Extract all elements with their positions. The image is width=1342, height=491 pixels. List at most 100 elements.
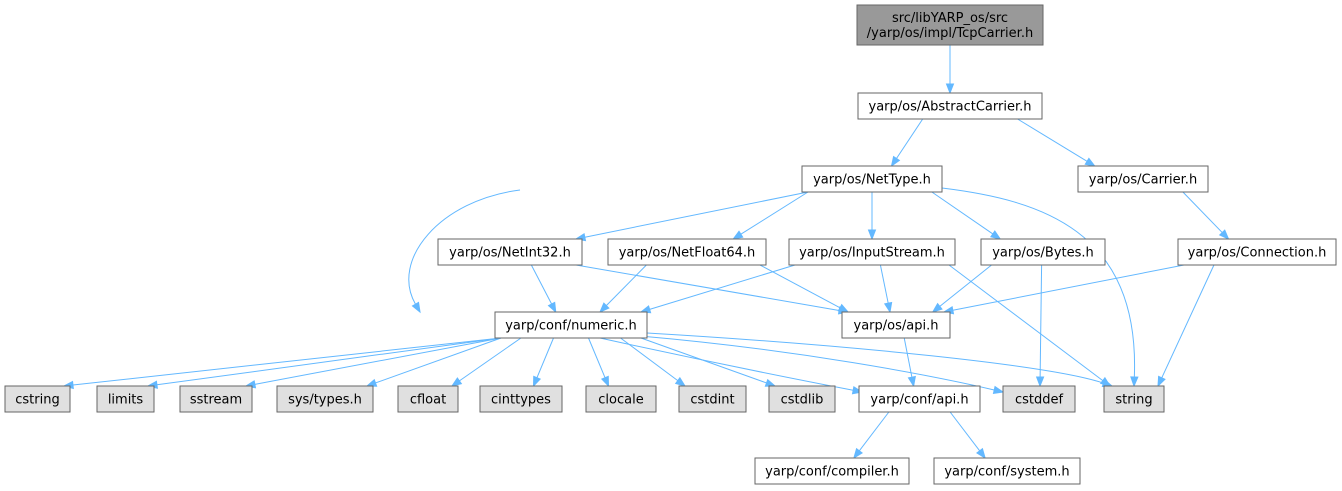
node-limits: limits bbox=[96, 385, 155, 413]
edge-numeric-to-cstring bbox=[72, 337, 502, 386]
node-systypes: sys/types.h bbox=[276, 385, 374, 413]
node-label: yarp/os/InputStream.h bbox=[799, 246, 945, 261]
node-inputstream[interactable]: yarp/os/InputStream.h bbox=[788, 238, 956, 266]
edge-bytes-to-osapi-arrowhead bbox=[931, 302, 943, 313]
edge-numeric-to-string bbox=[646, 332, 1104, 384]
node-box bbox=[437, 238, 583, 266]
edge-abstractcarrier-to-nettype bbox=[896, 118, 924, 159]
node-label: yarp/conf/numeric.h bbox=[505, 319, 637, 334]
node-label: src/libYARP_os/src bbox=[892, 11, 1008, 26]
node-cfloat: cfloat bbox=[397, 385, 459, 413]
node-confapi[interactable]: yarp/conf/api.h bbox=[858, 385, 981, 413]
edge-netint32-to-numeric-arrowhead bbox=[547, 301, 557, 314]
edge-tcpcarrier-to-abstractcarrier-arrowhead bbox=[945, 83, 955, 95]
node-label: yarp/os/NetFloat64.h bbox=[619, 246, 756, 261]
node-label: cstddef bbox=[1015, 393, 1064, 408]
node-label: sstream bbox=[190, 393, 242, 408]
node-osapi[interactable]: yarp/os/api.h bbox=[841, 311, 951, 339]
edge-numeric-to-cstdint-arrowhead bbox=[674, 376, 687, 387]
node-box bbox=[801, 165, 943, 193]
node-box bbox=[179, 385, 253, 413]
node-label: yarp/os/Connection.h bbox=[1188, 246, 1327, 261]
edge-numeric-to-clocale-arrowhead bbox=[600, 375, 610, 388]
edge-confapi-to-system-arrowhead bbox=[976, 447, 986, 460]
node-label: yarp/os/AbstractCarrier.h bbox=[869, 100, 1032, 115]
edge-numeric-to-confapi bbox=[599, 337, 854, 391]
node-netfloat64[interactable]: yarp/os/NetFloat64.h bbox=[607, 238, 767, 266]
node-label: yarp/conf/compiler.h bbox=[765, 465, 899, 480]
node-label: cstring bbox=[15, 393, 59, 408]
edge-inputstream-to-osapi-arrowhead bbox=[883, 301, 893, 314]
node-connection[interactable]: yarp/os/Connection.h bbox=[1177, 238, 1337, 266]
edge-numeric-to-systypes-arrowhead bbox=[365, 378, 378, 387]
node-label: clocale bbox=[598, 393, 643, 408]
edge-numeric-to-sstream bbox=[254, 337, 502, 385]
edge-inputstream-to-string bbox=[948, 264, 1104, 381]
node-cstddef: cstddef bbox=[1002, 385, 1076, 413]
edge-inputstream-to-numeric bbox=[649, 264, 796, 310]
node-box bbox=[980, 238, 1106, 266]
node-label: /yarp/os/impl/TcpCarrier.h bbox=[867, 26, 1033, 41]
node-carrier[interactable]: yarp/os/Carrier.h bbox=[1077, 165, 1209, 193]
node-box bbox=[1103, 385, 1165, 413]
node-box bbox=[276, 385, 374, 413]
node-box bbox=[788, 238, 956, 266]
node-box bbox=[479, 385, 563, 413]
node-box bbox=[397, 385, 459, 413]
node-box bbox=[607, 238, 767, 266]
edge-numeric-to-limits bbox=[156, 337, 502, 386]
node-box bbox=[4, 385, 71, 413]
node-box bbox=[678, 385, 747, 413]
edge-netint32-to-numeric bbox=[530, 264, 553, 305]
edge-netfloat64-to-numeric bbox=[605, 264, 647, 306]
edge-numeric-to-cstdlib-arrowhead bbox=[764, 378, 777, 387]
edge-numeric-to-cfloat-arrowhead bbox=[450, 377, 463, 387]
node-cstdint: cstdint bbox=[678, 385, 747, 413]
node-label: cinttypes bbox=[491, 393, 551, 408]
node-cstring: cstring bbox=[4, 385, 71, 413]
node-label: cstdlib bbox=[781, 393, 824, 408]
edge-connection-to-osapi bbox=[952, 264, 1185, 311]
node-netint32[interactable]: yarp/os/NetInt32.h bbox=[437, 238, 583, 266]
node-box bbox=[754, 457, 910, 485]
nodes-layer: src/libYARP_os/src/yarp/os/impl/TcpCarri… bbox=[4, 4, 1337, 485]
node-label: string bbox=[1115, 393, 1152, 408]
node-nettype[interactable]: yarp/os/NetType.h bbox=[801, 165, 943, 193]
edge-nettype-to-netfloat64 bbox=[740, 191, 809, 235]
edge-carrier-to-connection-arrowhead bbox=[1218, 229, 1230, 240]
edge-nettype-to-netint32 bbox=[584, 191, 809, 238]
edge-abstractcarrier-to-nettype-arrowhead bbox=[890, 155, 901, 168]
node-box bbox=[841, 311, 951, 339]
edge-nettype-to-string-arrowhead bbox=[1130, 376, 1139, 388]
node-box bbox=[494, 311, 648, 339]
node-box bbox=[856, 4, 1044, 46]
edge-nettype-to-inputstream-arrowhead bbox=[867, 229, 877, 241]
node-box bbox=[768, 385, 836, 413]
edge-nettype-to-numeric bbox=[408, 189, 521, 305]
node-box bbox=[857, 92, 1043, 120]
node-numeric[interactable]: yarp/conf/numeric.h bbox=[494, 311, 648, 339]
node-box bbox=[1177, 238, 1337, 266]
node-compiler[interactable]: yarp/conf/compiler.h bbox=[754, 457, 910, 485]
edges-layer bbox=[62, 45, 1230, 460]
node-box bbox=[858, 385, 981, 413]
edge-nettype-to-netfloat64-arrowhead bbox=[732, 230, 744, 240]
node-label: yarp/os/NetType.h bbox=[813, 173, 931, 188]
edge-numeric-to-cinttypes-arrowhead bbox=[532, 375, 542, 388]
edge-netfloat64-to-osapi-arrowhead bbox=[837, 303, 850, 313]
node-label: limits bbox=[108, 393, 144, 408]
node-label: yarp/os/NetInt32.h bbox=[449, 246, 571, 261]
node-bytes[interactable]: yarp/os/Bytes.h bbox=[980, 238, 1106, 266]
node-label: yarp/conf/system.h bbox=[944, 465, 1069, 480]
node-box bbox=[1002, 385, 1076, 413]
node-cstdlib: cstdlib bbox=[768, 385, 836, 413]
edge-numeric-to-cstddef-arrowhead bbox=[992, 385, 1005, 394]
edge-osapi-to-confapi-arrowhead bbox=[907, 375, 916, 388]
node-system[interactable]: yarp/conf/system.h bbox=[933, 457, 1081, 485]
edge-numeric-to-cstdlib bbox=[640, 337, 767, 384]
node-abstractcarrier[interactable]: yarp/os/AbstractCarrier.h bbox=[857, 92, 1043, 120]
edge-inputstream-to-osapi bbox=[879, 264, 889, 304]
edge-confapi-to-compiler bbox=[858, 411, 890, 452]
node-box bbox=[933, 457, 1081, 485]
